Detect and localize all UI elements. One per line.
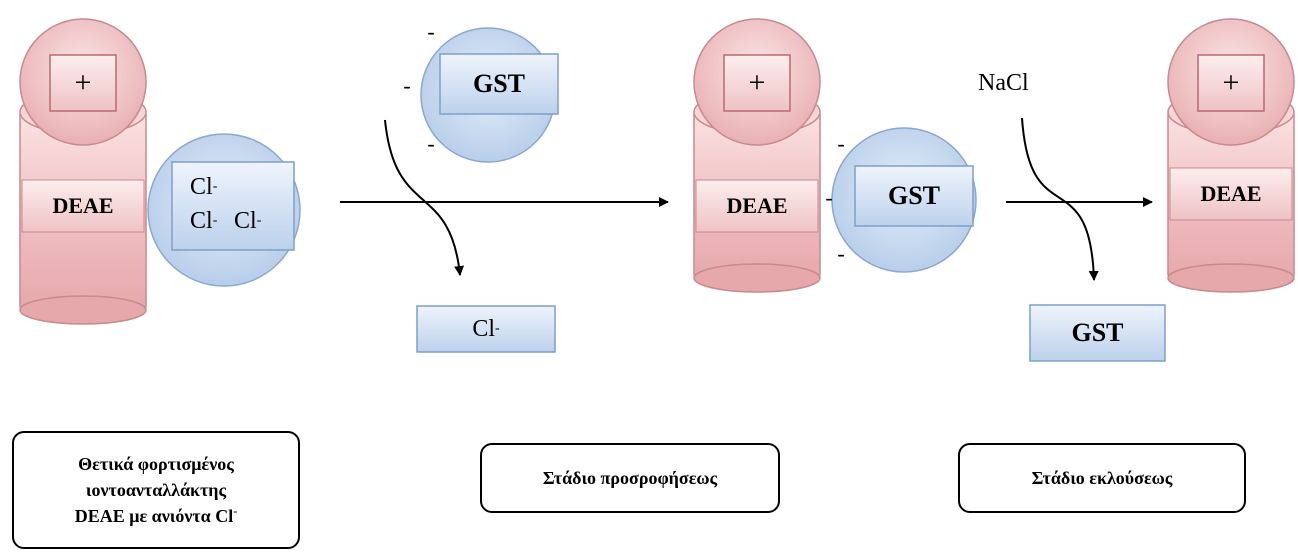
negative-charge-top: - [427, 19, 435, 44]
chloride-label-b: Cl- [190, 207, 218, 234]
positive-charge-1: + [74, 66, 92, 99]
gst-label-eluted: GST [1071, 318, 1124, 347]
gst-bead-bound [831, 127, 977, 273]
gst-bead-incoming [420, 27, 559, 163]
bound-negative-charge-3: - [837, 241, 845, 266]
bound-negative-charge-1: - [837, 131, 845, 156]
released-gst-box [1029, 304, 1166, 362]
gst-label-incoming: GST [472, 69, 526, 98]
chloride-release-arrow [384, 119, 465, 276]
released-chloride-box [416, 305, 556, 353]
chloride-label-a: Cl- [190, 173, 218, 200]
nacl-label: NaCl [978, 69, 1029, 96]
deae-label-3: DEAE [1200, 181, 1262, 206]
gst-label-bound: GST [887, 181, 941, 210]
deae-label-1: DEAE [52, 193, 114, 218]
caption-line-3: DEAE με ανιόντα Cl- [74, 504, 238, 526]
positive-charge-2: + [748, 66, 766, 99]
deae-column-2 [693, 18, 821, 293]
negative-charge-left: - [403, 73, 411, 98]
deae-column-3 [1167, 18, 1295, 293]
caption-elution: Στάδιο εκλούσεως [958, 443, 1246, 513]
gst-release-arrow [1021, 117, 1099, 281]
deae-label-2: DEAE [726, 193, 788, 218]
deae-column-1 [19, 18, 147, 325]
bound-negative-charge-2: - [825, 185, 833, 210]
caption-line-1: Θετικά φορτισμένος [78, 454, 234, 474]
chloride-bead [147, 133, 301, 287]
positive-charge-3: + [1222, 66, 1240, 99]
caption-adsorption: Στάδιο προσροφήσεως [480, 443, 780, 513]
chloride-label-c: Cl- [234, 207, 262, 234]
negative-charge-bottom: - [427, 131, 435, 156]
caption-line-2: ιοντοανταλλάκτης [85, 480, 227, 500]
released-chloride-label: Cl- [472, 315, 500, 342]
caption-ion-exchanger: Θετικά φορτισμένος ιοντοανταλλάκτης DEAE… [12, 431, 300, 549]
